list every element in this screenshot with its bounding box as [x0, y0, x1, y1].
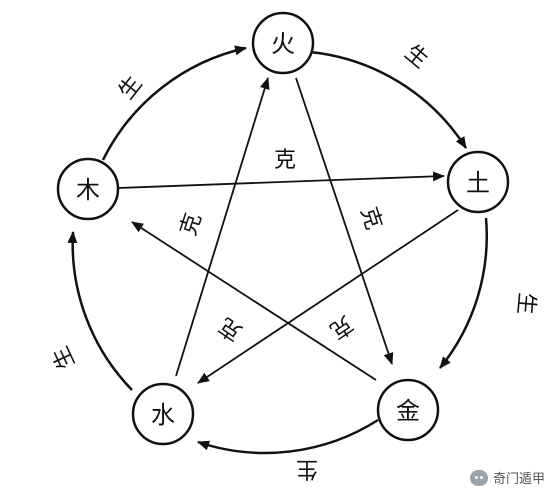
- node-fire-label: 火: [271, 30, 295, 58]
- generate-label-metal-water: 生: [296, 456, 318, 481]
- overcome-label-metal-wood: 克: [325, 310, 357, 343]
- watermark: 奇门遁甲: [470, 468, 545, 487]
- node-wood-label: 木: [76, 176, 100, 204]
- overcome-label-earth-water: 克: [215, 312, 247, 345]
- generate-arc-fire-earth: [309, 50, 468, 149]
- generate-label-fire-earth: 生: [400, 40, 433, 73]
- node-fire: 火: [251, 11, 315, 75]
- generate-label-wood-fire: 生: [114, 72, 147, 105]
- generate-arc-earth-metal: [439, 217, 488, 369]
- node-wood: 木: [56, 157, 120, 221]
- generate-label-water-wood: 生: [48, 342, 80, 373]
- node-water: 水: [131, 382, 195, 446]
- generate-arc-wood-fire: [101, 45, 247, 161]
- overcome-line-water-fire: [175, 77, 270, 377]
- overcome-label-water-fire: 克: [176, 210, 207, 239]
- node-earth-label: 土: [466, 169, 490, 197]
- node-metal-label: 金: [396, 397, 420, 425]
- overcome-label-fire-metal: 克: [355, 204, 386, 233]
- overcome-label-wood-earth: 克: [274, 148, 296, 173]
- generate-label-earth-metal: 生: [512, 292, 539, 316]
- generate-arc-water-wood: [67, 231, 133, 391]
- overcome-line-earth-water: [197, 209, 459, 384]
- generate-arc-metal-water: [197, 418, 379, 455]
- watermark-text: 奇门遁甲: [493, 472, 546, 487]
- node-metal: 金: [376, 378, 440, 442]
- wechat-icon: [470, 469, 488, 486]
- overcome-line-fire-metal: [295, 77, 394, 365]
- node-earth: 土: [446, 150, 510, 214]
- overcome-line-wood-earth: [117, 171, 445, 189]
- overcome-line-metal-wood: [131, 221, 377, 381]
- node-water-label: 水: [151, 401, 175, 429]
